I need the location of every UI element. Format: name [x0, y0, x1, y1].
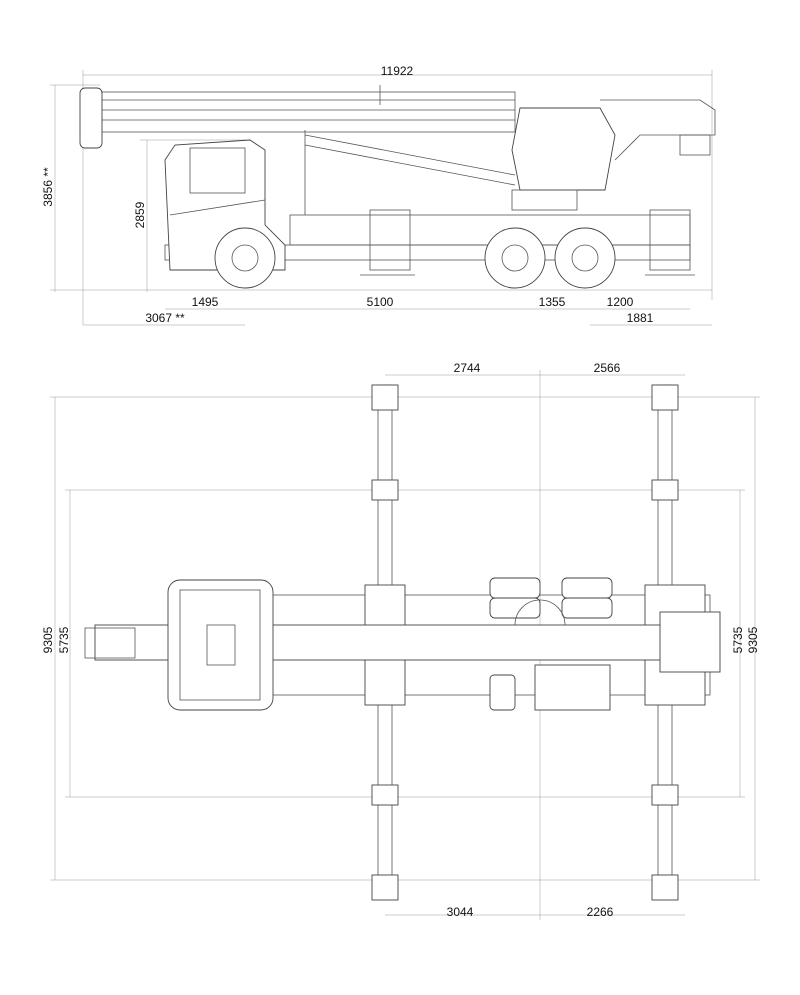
dim-overall-height: 3856 **	[41, 167, 55, 207]
dim-front-overhang: 1495	[192, 295, 219, 309]
dim-tandem: 1355	[539, 295, 566, 309]
dim-rear-outrigger-top: 2566	[594, 361, 621, 375]
dim-rear-outrigger: 1200	[607, 295, 634, 309]
dim-front-outrigger-top: 2744	[454, 361, 481, 375]
dim-half-span-left: 5735	[57, 626, 71, 653]
dim-wheelbase: 5100	[367, 295, 394, 309]
dim-cab-height: 2859	[133, 201, 147, 228]
front-wheel	[214, 227, 276, 289]
dim-half-span-right: 5735	[731, 626, 745, 653]
side-view	[50, 70, 716, 326]
rear-wheel-1	[484, 227, 546, 289]
dim-rear-outrigger-bottom: 2266	[587, 905, 614, 919]
top-view	[50, 370, 760, 920]
dim-front-to-axle: 3067 **	[145, 311, 185, 325]
dim-rear-overhang: 1881	[627, 311, 654, 325]
dim-full-span-right: 9305	[746, 626, 760, 653]
rear-wheel-2	[554, 227, 616, 289]
dim-overall-length: 11922	[381, 64, 414, 78]
dim-front-outrigger-bottom: 3044	[447, 905, 474, 919]
dim-full-span-left: 9305	[41, 626, 55, 653]
